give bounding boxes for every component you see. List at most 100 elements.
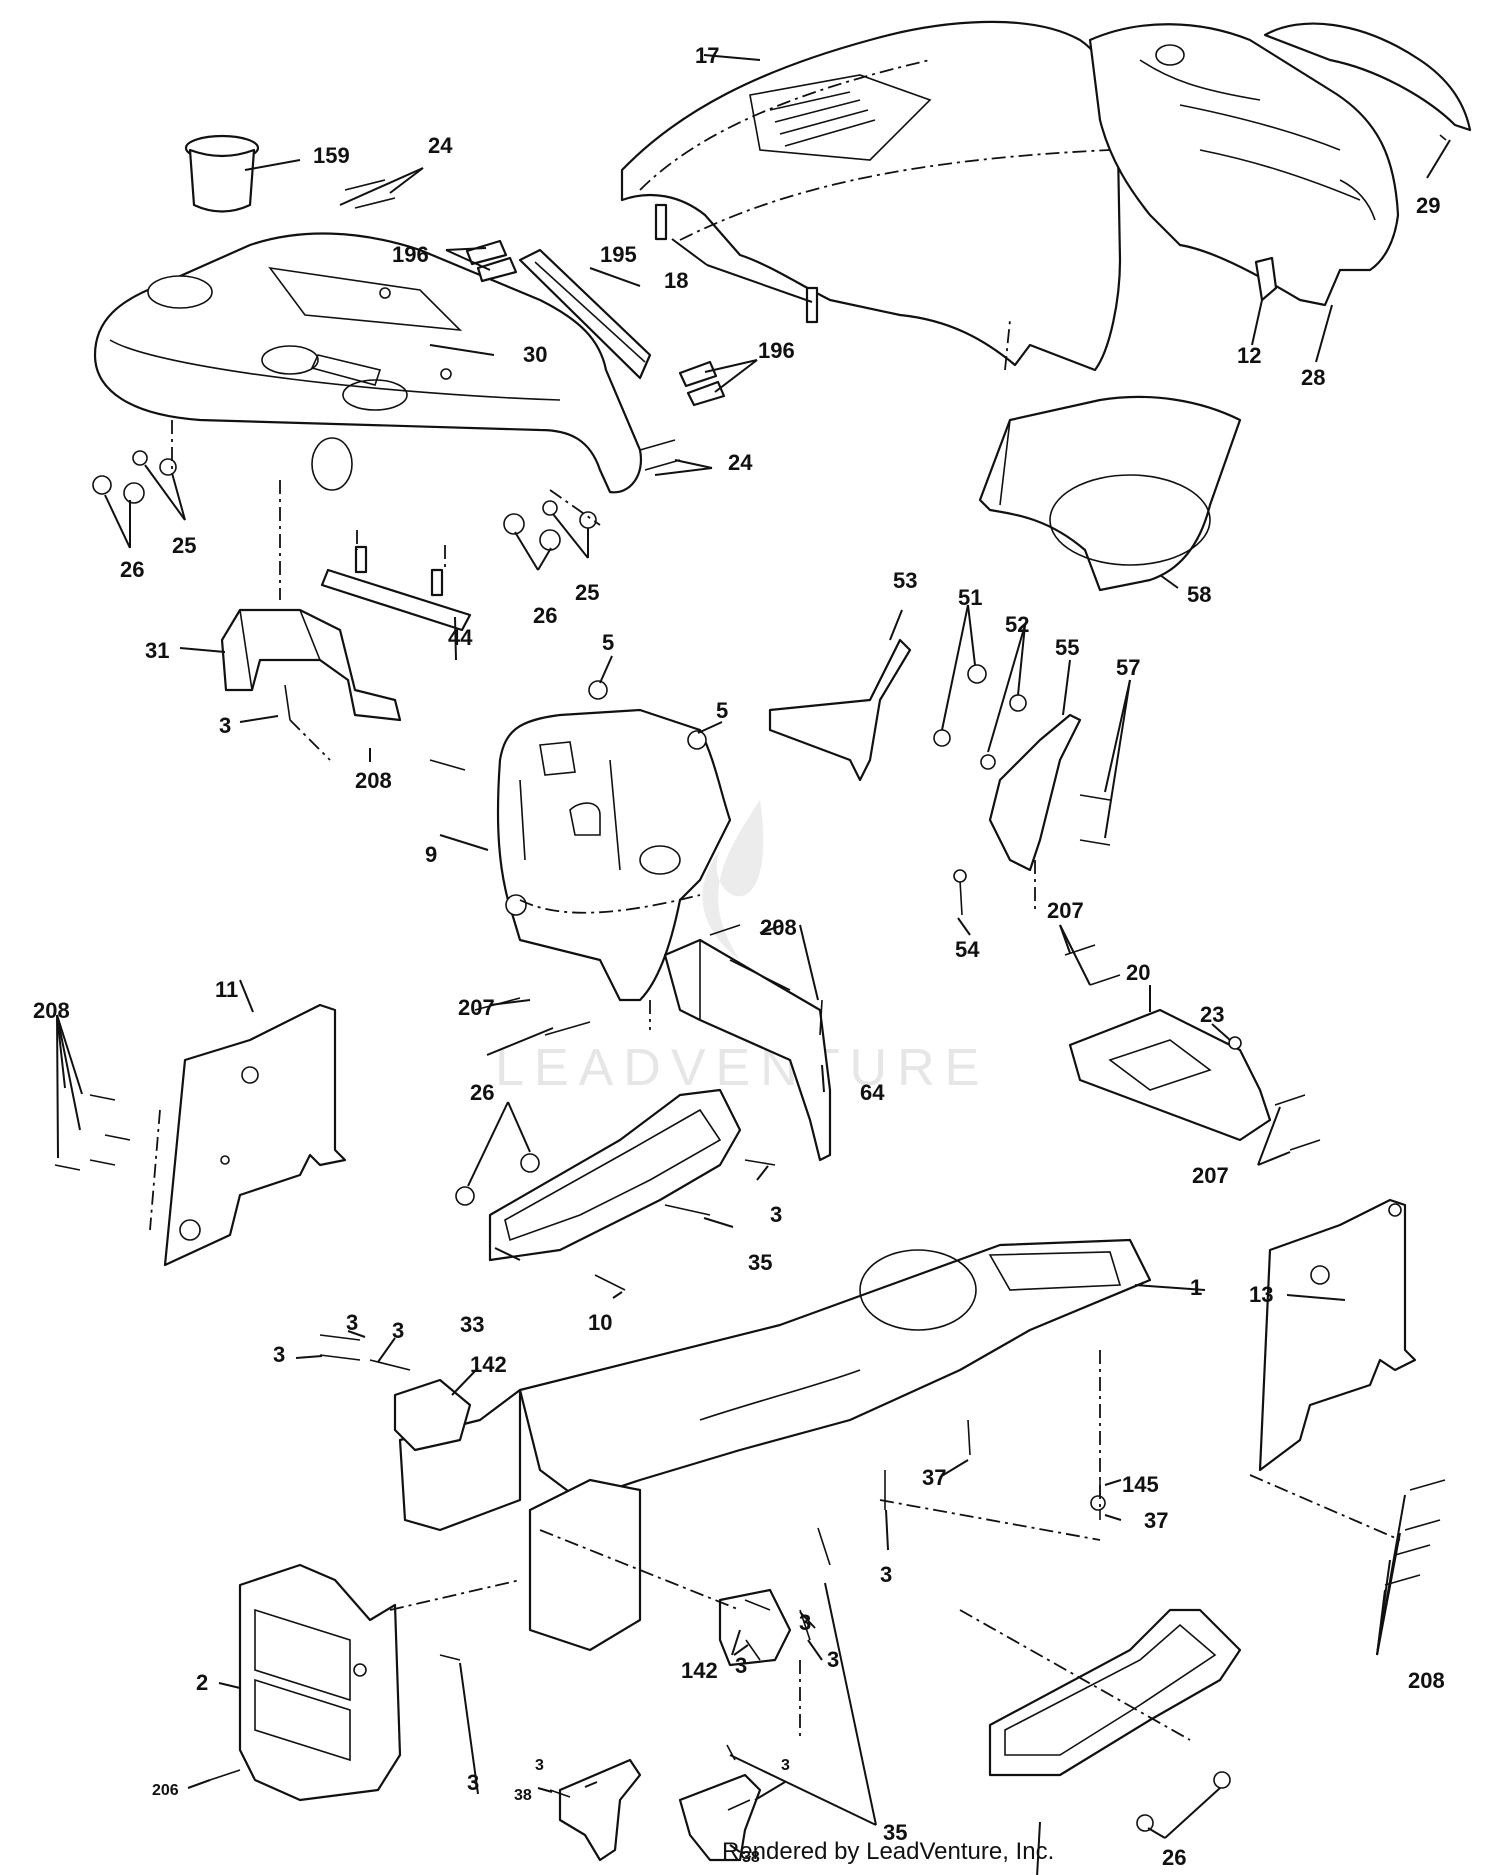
callout-145: 145 <box>1122 1472 1159 1497</box>
part-159-cup <box>184 134 260 213</box>
callout-142-b: 142 <box>681 1658 718 1683</box>
callout-3-l: 3 <box>781 1757 790 1774</box>
callout-20: 20 <box>1126 960 1150 985</box>
callout-208-c: 208 <box>33 998 70 1023</box>
assembly-lines <box>149 420 1401 1741</box>
callout-208-a: 208 <box>355 768 392 793</box>
part-30-dash-panel <box>93 232 643 494</box>
callout-numbers: 1 2 3 3 3 3 3 3 3 3 3 3 3 3 5 5 9 10 11 … <box>33 43 1445 1870</box>
callout-3-b: 3 <box>770 1202 782 1227</box>
callout-35-a: 35 <box>748 1250 772 1275</box>
callout-44: 44 <box>448 625 473 650</box>
callout-3-c: 3 <box>346 1310 358 1335</box>
callout-29: 29 <box>1416 193 1440 218</box>
part-33-footrest <box>488 1088 742 1262</box>
credit-text: Rendered by LeadVenture, Inc. <box>722 1838 1055 1865</box>
callout-28: 28 <box>1301 365 1325 390</box>
hardware-nuts-washers <box>92 450 1242 1832</box>
callout-3-k: 3 <box>535 1757 544 1774</box>
callout-17: 17 <box>695 43 719 68</box>
callout-196-a: 196 <box>392 242 429 267</box>
callout-195: 195 <box>600 242 637 267</box>
callout-196-b: 196 <box>758 338 795 363</box>
part-142-bracket-lower <box>718 1588 792 1667</box>
callout-3-j: 3 <box>467 1770 479 1795</box>
part-20-bracket <box>1068 1008 1272 1142</box>
callout-3-e: 3 <box>273 1342 285 1367</box>
callout-142-a: 142 <box>470 1352 507 1377</box>
callout-64: 64 <box>860 1080 885 1105</box>
callout-37-a: 37 <box>922 1465 946 1490</box>
callout-37-b: 37 <box>1144 1508 1168 1533</box>
callout-10: 10 <box>588 1310 612 1335</box>
callout-2: 2 <box>196 1670 208 1695</box>
part-195-bracket <box>465 239 726 407</box>
part-142-bracket-upper <box>393 1378 472 1452</box>
part-44-plate <box>320 545 472 632</box>
callout-208-d: 208 <box>1408 1668 1445 1693</box>
part-2-front-bracket <box>238 1563 402 1802</box>
part-17-hood <box>620 20 1122 372</box>
callout-207-a: 207 <box>1047 898 1084 923</box>
callout-57: 57 <box>1116 655 1140 680</box>
callout-24-b: 24 <box>728 450 753 475</box>
watermark-flame-icon <box>702 800 764 960</box>
watermark-text: LEADVENTURE <box>495 1039 989 1097</box>
callout-31: 31 <box>145 638 169 663</box>
callout-51: 51 <box>958 585 982 610</box>
part-55-bracket <box>988 713 1082 872</box>
part-53-bracket <box>768 638 912 782</box>
callout-18: 18 <box>664 268 688 293</box>
callout-24-a: 24 <box>428 133 453 158</box>
callout-1: 1 <box>1190 1275 1202 1300</box>
part-38-bracket-left <box>558 1758 642 1862</box>
callout-33: 33 <box>460 1312 484 1337</box>
part-1-frame <box>398 1238 1152 1652</box>
callout-5-a: 5 <box>602 630 614 655</box>
part-31-bracket <box>220 608 402 722</box>
callout-58: 58 <box>1187 582 1211 607</box>
callout-38-a: 38 <box>514 1787 532 1804</box>
callout-3-h: 3 <box>827 1647 839 1672</box>
callout-3-a: 3 <box>219 713 231 738</box>
callout-55: 55 <box>1055 635 1079 660</box>
callout-26-c: 26 <box>470 1080 494 1105</box>
callout-25-b: 25 <box>575 580 599 605</box>
callout-12: 12 <box>1237 343 1261 368</box>
callout-26-b: 26 <box>533 603 557 628</box>
callout-26-a: 26 <box>120 557 144 582</box>
callout-53: 53 <box>893 568 917 593</box>
callout-25-a: 25 <box>172 533 196 558</box>
part-9-dash-tower <box>496 708 732 1002</box>
part-11-side-plate <box>163 1003 347 1267</box>
part-28-grille <box>1088 23 1400 307</box>
callout-5-b: 5 <box>716 698 728 723</box>
callout-207-b: 207 <box>458 995 495 1020</box>
part-38-bracket-right <box>678 1773 762 1862</box>
callout-206: 206 <box>152 1782 179 1799</box>
part-58-shield <box>978 395 1242 592</box>
callout-159: 159 <box>313 143 350 168</box>
part-13-side-plate <box>1258 1198 1417 1472</box>
callout-30: 30 <box>523 342 547 367</box>
callout-3-i: 3 <box>735 1653 747 1678</box>
part-29-lens <box>1263 22 1472 141</box>
callout-13: 13 <box>1249 1282 1273 1307</box>
callout-11: 11 <box>215 977 238 1002</box>
callout-208-b: 208 <box>760 915 797 940</box>
leader-lines <box>56 54 1451 1875</box>
callout-3-g: 3 <box>799 1610 811 1635</box>
callout-23: 23 <box>1200 1002 1224 1027</box>
part-34-footrest <box>988 1608 1242 1777</box>
callout-3-f: 3 <box>880 1562 892 1587</box>
part-64-bracket <box>663 938 832 1162</box>
callout-52: 52 <box>1005 612 1029 637</box>
callout-207-c: 207 <box>1192 1163 1229 1188</box>
callout-9: 9 <box>425 842 437 867</box>
callout-38-b: 38 <box>742 1849 760 1866</box>
callout-35-b: 35 <box>883 1820 907 1845</box>
callout-3-d: 3 <box>392 1318 404 1343</box>
callout-26-d: 26 <box>1162 1845 1186 1870</box>
part-12-clip <box>1254 256 1278 302</box>
